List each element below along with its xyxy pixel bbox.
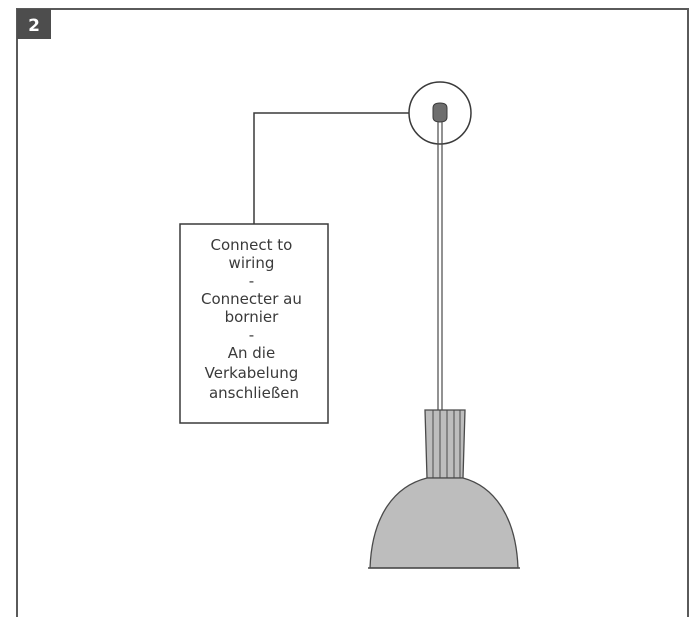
callout-line: -	[249, 272, 254, 290]
leader-line	[253, 112, 409, 224]
callout-line: bornier	[225, 308, 280, 326]
ceiling-canopy	[432, 102, 448, 123]
callout-line: An die	[228, 344, 275, 362]
callout-line: Verkabelung	[205, 364, 299, 382]
callout-line: anschließen	[209, 384, 299, 402]
step-frame	[16, 8, 689, 617]
pendant-cord	[437, 122, 443, 410]
callout-box	[179, 223, 329, 424]
callout-line: Connect to	[211, 236, 293, 254]
callout-line: wiring	[229, 254, 275, 272]
lamp-shade	[369, 477, 519, 569]
step-number: 2	[28, 16, 40, 36]
callout-text: Connect to wiring - Connecter au bornier…	[201, 235, 307, 402]
step-badge: 2	[17, 9, 51, 39]
step-badge-background	[17, 9, 51, 39]
lamp-neck	[424, 409, 466, 479]
callout-line: -	[249, 326, 254, 344]
callout-line: Connecter au	[201, 290, 302, 308]
